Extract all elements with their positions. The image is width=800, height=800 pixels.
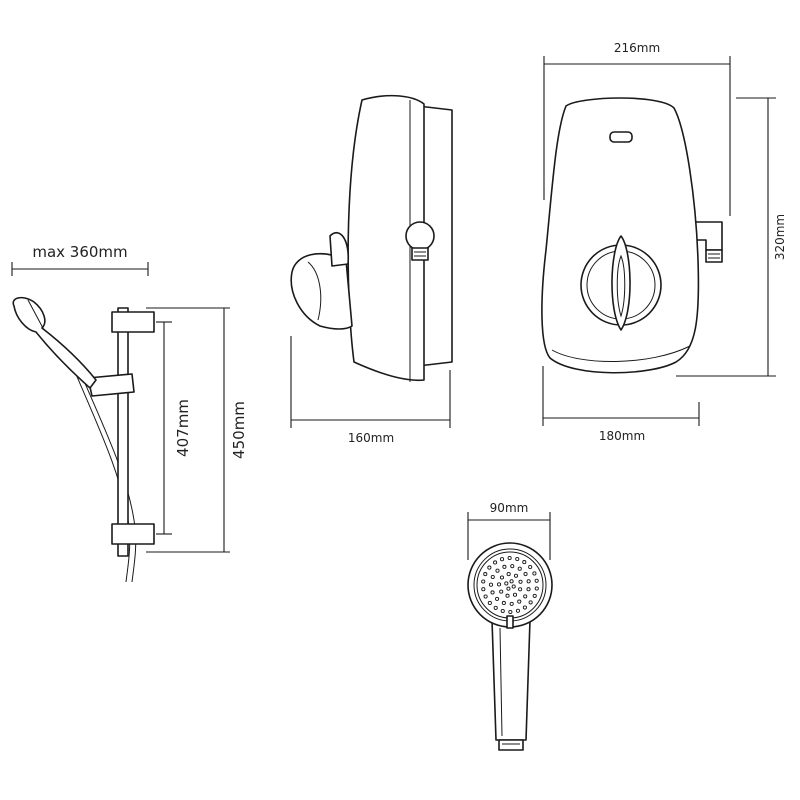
handset-side [12,296,97,389]
dim-rail-reach: max 360mm [11,243,149,276]
nozzle-dot [526,587,531,592]
nozzle-dot [499,575,505,580]
nozzle-dot [511,584,516,589]
dim-front-width-top: 216mm [543,41,731,216]
nozzle-dot [488,582,494,587]
handset-front-view [467,542,553,751]
nozzle-dot [493,605,498,610]
nozzle-dot [487,565,492,570]
shower-unit-front-view [541,97,723,374]
nozzle-dot [518,579,523,584]
nozzle-dot [528,600,533,605]
riser-rail-kit-side-view [12,296,155,583]
nozzle-dot [509,601,514,606]
dim-handset-diameter-label: 90mm [490,501,529,515]
dim-rail-reach-label: max 360mm [32,243,127,261]
nozzle-dot [526,579,531,584]
nozzle-dot [523,572,528,577]
nozzle-dot [532,593,537,598]
nozzle-dot [507,555,512,561]
nozzle-dot [481,587,486,592]
rail-slider [87,373,135,397]
nozzle-dot [506,572,511,577]
nozzle-dot [512,592,518,597]
outlet-fitting [411,247,429,261]
nozzle-dot [513,573,519,578]
nozzle-dot [522,605,527,610]
nozzle-dot [495,568,500,573]
dim-front-height: 320mm [676,97,787,377]
nozzle-dot [490,574,495,580]
nozzle-dot [481,579,486,584]
nozzle-dot [487,600,492,606]
nozzle-dot [534,586,539,591]
nozzle-dot [515,608,521,613]
nozzle-dot [510,564,515,569]
top-bracket [111,311,155,333]
nozzle-dot [505,593,510,598]
nozzle-dot [500,608,505,614]
dim-handset-diameter: 90mm [467,501,551,560]
dim-side-depth: 160mm [290,336,451,445]
nozzle-dot [528,565,533,570]
nozzle-dot [522,560,527,565]
handset-head [467,542,553,628]
nozzle-dot [493,560,498,565]
nozzle-dot [515,556,520,562]
control-knob-side [290,252,353,330]
spray-nozzles [481,555,539,615]
dim-rail-inner: 407mm [156,321,192,535]
riser-rail [117,307,129,557]
bottom-bracket [111,523,155,545]
dim-rail-outer: 450mm [146,307,248,553]
nozzle-dot [499,589,504,594]
indicator-light [609,131,633,143]
handset-handle [491,619,531,741]
handset-connector [498,739,524,751]
nozzle-dot [532,571,537,576]
nozzle-dot [483,594,488,599]
nozzle-dot [504,581,509,586]
nozzle-dot [517,566,522,571]
nozzle-dot [495,596,500,601]
nozzle-dot [523,594,528,599]
dim-rail-outer-label: 450mm [230,401,248,459]
nozzle-dot [534,578,539,583]
shower-unit-side-view [290,94,453,382]
nozzle-dot [490,590,495,595]
dim-front-width-top-label: 216mm [614,41,660,55]
dial-grip [611,235,631,331]
unit-body-front [541,97,700,374]
nozzle-dot [501,600,506,606]
nozzle-dot [517,599,522,604]
unit-body-side [347,94,425,382]
nozzle-dot [483,572,488,577]
dim-side-depth-label: 160mm [348,431,394,445]
nozzle-dot [518,587,523,592]
nozzle-dot [502,564,507,569]
nozzle-dot [508,609,513,615]
nozzle-dot [496,582,502,587]
nozzle-dot [509,579,514,584]
dim-front-width-bottom: 180mm [542,366,700,443]
front-outlet-fitting [705,249,723,263]
dim-front-width-bottom-label: 180mm [599,429,645,443]
dim-front-height-label: 320mm [773,214,787,260]
nozzle-dot [506,586,511,591]
nozzle-dot [499,557,505,562]
dim-rail-inner-label: 407mm [174,399,192,457]
